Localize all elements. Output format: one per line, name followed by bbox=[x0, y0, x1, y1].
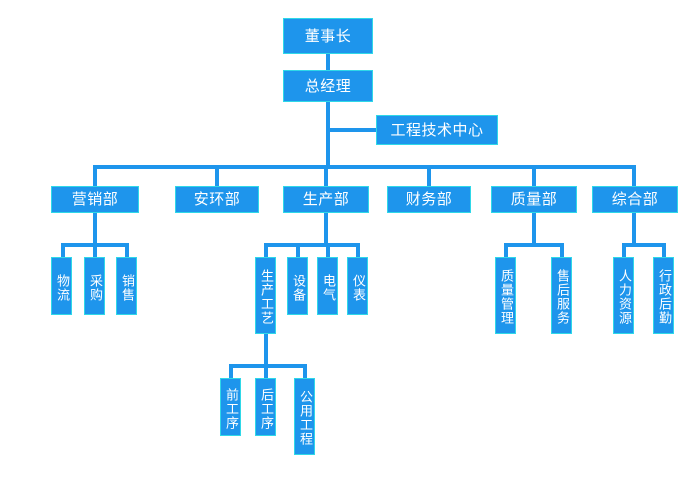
connector-production-bus bbox=[264, 243, 360, 247]
connector-stem-procurement bbox=[93, 243, 97, 257]
connector-stem-hr bbox=[622, 243, 626, 257]
node-sub-procurement[interactable]: 采购 bbox=[84, 257, 105, 315]
node-general-manager[interactable]: 总经理 bbox=[283, 70, 373, 102]
node-dept-production[interactable]: 生产部 bbox=[283, 186, 369, 213]
connector-stem-process bbox=[264, 243, 268, 257]
node-sub-logistics[interactable]: 物流 bbox=[51, 257, 72, 315]
connector-general-trunk bbox=[632, 213, 636, 243]
connector-stem-instrument bbox=[356, 243, 360, 257]
connector-stem-quality-mgmt bbox=[504, 243, 508, 257]
connector-stem-electrical bbox=[326, 243, 330, 257]
connector-stem-sales bbox=[125, 243, 129, 257]
connector-stem-after-sales bbox=[560, 243, 564, 257]
node-sub-front-process[interactable]: 前工序 bbox=[220, 378, 241, 436]
connector-stem-logistics bbox=[61, 243, 65, 257]
node-dept-quality[interactable]: 质量部 bbox=[491, 186, 577, 213]
connector-gm-to-engineering-center bbox=[326, 128, 378, 132]
node-dept-safety-env[interactable]: 安环部 bbox=[175, 186, 259, 213]
node-sub-human-resources[interactable]: 人力资源 bbox=[613, 257, 634, 334]
connector-chairman-to-gm bbox=[326, 54, 330, 74]
node-sub-back-process[interactable]: 后工序 bbox=[255, 378, 276, 436]
connector-stem-general bbox=[632, 165, 636, 186]
connector-stem-finance bbox=[427, 165, 431, 186]
connector-stem-marketing bbox=[93, 165, 97, 186]
node-dept-marketing[interactable]: 营销部 bbox=[51, 186, 139, 213]
node-chairman[interactable]: 董事长 bbox=[283, 18, 373, 54]
node-dept-finance[interactable]: 财务部 bbox=[387, 186, 471, 213]
connector-stem-quality bbox=[532, 165, 536, 186]
node-sub-production-process[interactable]: 生产工艺 bbox=[255, 257, 276, 334]
connector-general-bus bbox=[622, 243, 666, 247]
connector-quality-trunk bbox=[532, 213, 536, 243]
node-sub-sales[interactable]: 销售 bbox=[116, 257, 137, 315]
node-sub-administration[interactable]: 行政后勤 bbox=[653, 257, 674, 334]
connector-marketing-trunk bbox=[93, 213, 97, 243]
node-sub-electrical[interactable]: 电气 bbox=[317, 257, 338, 315]
connector-stem-back-process bbox=[264, 364, 268, 378]
connector-process-trunk bbox=[264, 334, 268, 364]
node-sub-utilities[interactable]: 公用工程 bbox=[294, 378, 315, 455]
connector-stem-admin bbox=[662, 243, 666, 257]
node-dept-general[interactable]: 综合部 bbox=[592, 186, 678, 213]
connector-production-trunk bbox=[324, 213, 328, 243]
connector-stem-utilities bbox=[303, 364, 307, 378]
connector-stem-safety-env bbox=[215, 165, 219, 186]
node-engineering-center[interactable]: 工程技术中心 bbox=[376, 115, 498, 145]
connector-quality-bus bbox=[504, 243, 564, 247]
connector-stem-front-process bbox=[229, 364, 233, 378]
connector-gm-trunk bbox=[326, 102, 330, 168]
node-sub-equipment[interactable]: 设备 bbox=[287, 257, 308, 315]
connector-department-bus bbox=[93, 165, 636, 169]
node-sub-after-sales-service[interactable]: 售后服务 bbox=[551, 257, 572, 334]
connector-stem-equipment bbox=[296, 243, 300, 257]
connector-stem-production bbox=[324, 165, 328, 186]
node-sub-quality-management[interactable]: 质量管理 bbox=[495, 257, 516, 334]
connector-process-bus bbox=[229, 364, 307, 368]
node-sub-instrument[interactable]: 仪表 bbox=[347, 257, 368, 315]
